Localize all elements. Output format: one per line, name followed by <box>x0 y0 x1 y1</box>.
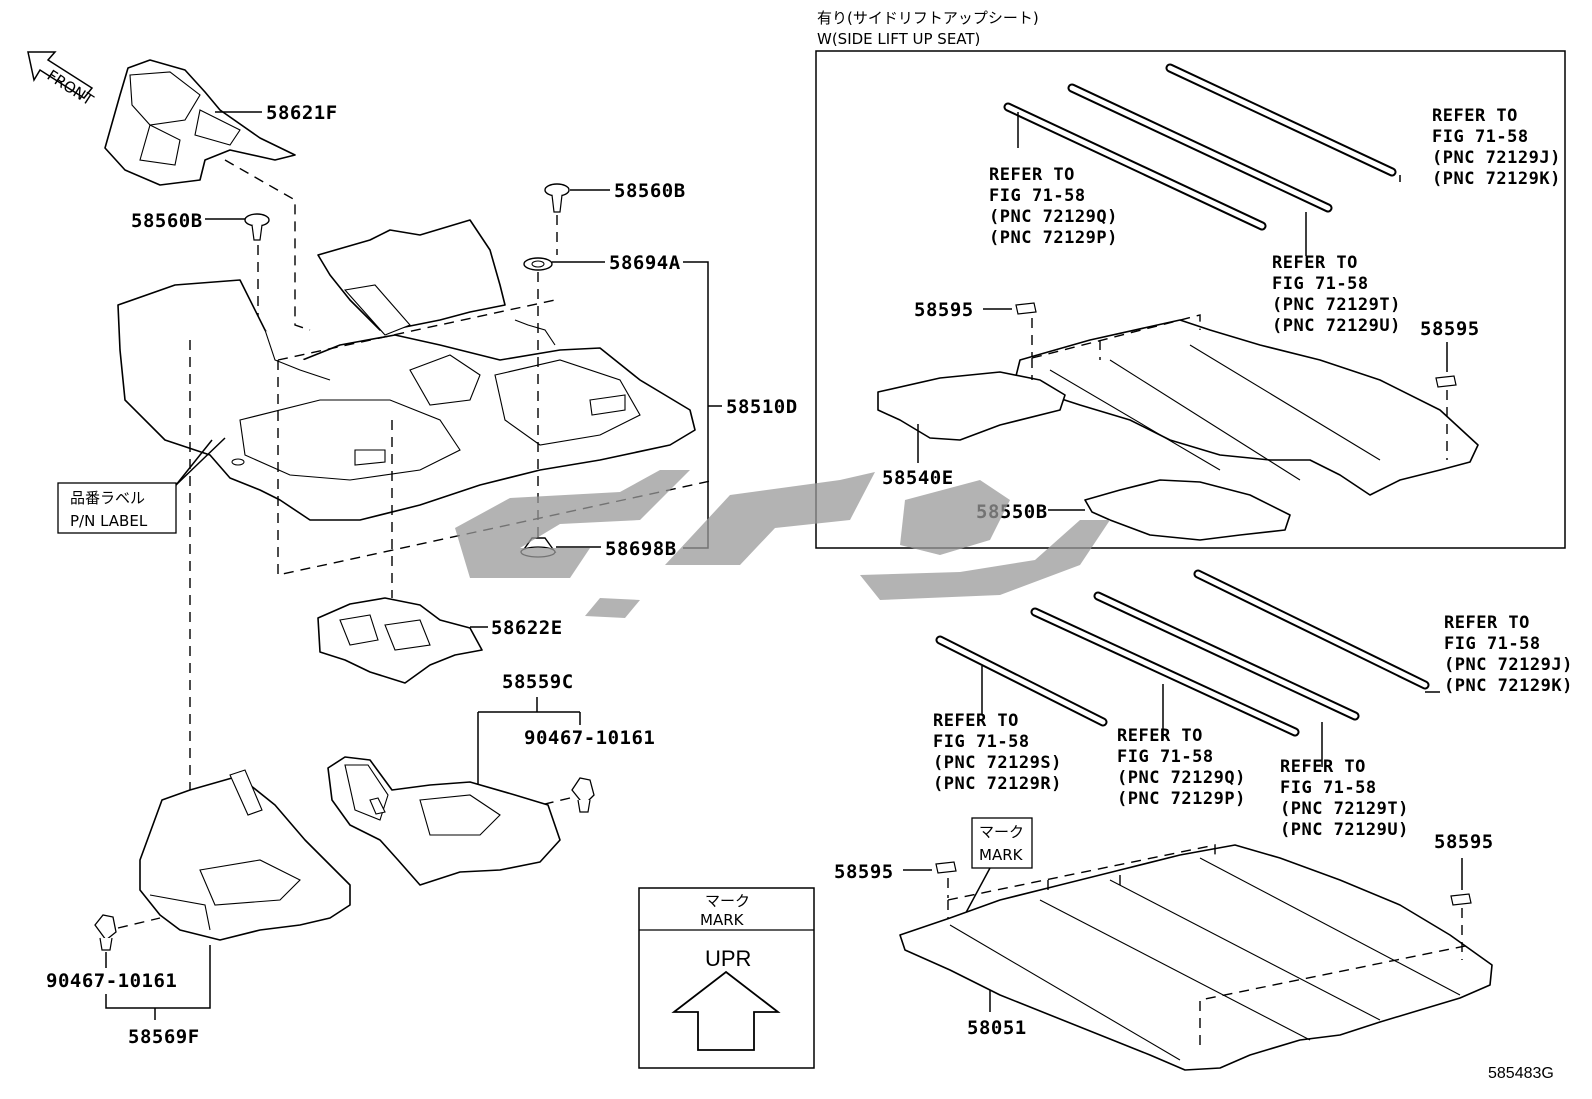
label-58569F: 58569F <box>128 1026 200 1048</box>
lower-mark-box <box>971 817 1033 869</box>
leaders-lower-refs <box>981 666 1440 767</box>
label-58595-lower-left: 58595 <box>834 861 894 883</box>
upper-strips-drawing <box>1003 63 1397 231</box>
lower-ref-4: REFER TO FIG 71-58 (PNC 72129T) (PNC 721… <box>1280 757 1420 840</box>
label-58595-upper-left: 58595 <box>914 299 974 321</box>
clip-58595-lower-right-icon <box>1450 893 1472 906</box>
dash-lower-floor-front <box>1199 944 1471 1045</box>
bracket-58559C <box>477 697 581 790</box>
retainer-58694A-icon <box>523 257 553 271</box>
variant-box <box>815 50 1566 549</box>
part-58559C-drawing <box>327 756 561 886</box>
watermark-logo <box>455 470 1110 618</box>
bracket-58694A-58698B <box>683 261 709 549</box>
figure-id: 585483G <box>1488 1065 1554 1082</box>
lower-mark-jp: マーク <box>979 823 1024 841</box>
pn-label-jp: 品番ラベル <box>70 489 145 507</box>
part-58510D-drawing <box>117 219 696 521</box>
upper-ref-2: REFER TO FIG 71-58 (PNC 72129Q) (PNC 721… <box>989 165 1129 248</box>
label-58560B-left: 58560B <box>131 210 203 232</box>
dash-58510D-top <box>277 299 556 361</box>
upr-arrow-icon <box>671 970 781 1051</box>
clip-90467-right-icon <box>571 777 595 813</box>
upper-floor-drawing <box>877 319 1479 541</box>
clip-58560B-right-icon <box>544 183 570 213</box>
clip-58595-lower-left-icon <box>935 861 957 874</box>
lower-floor-drawing <box>899 844 1493 1071</box>
mark-legend-jp: マーク <box>705 892 750 910</box>
variant-title-en: W(SIDE LIFT UP SEAT) <box>817 30 980 48</box>
clip-58595-upper-right-icon <box>1435 375 1457 388</box>
clip-58560B-left-icon <box>244 213 270 241</box>
upper-ref-1: REFER TO FIG 71-58 (PNC 72129J) (PNC 721… <box>1432 106 1572 189</box>
part-58569F-drawing <box>139 769 351 941</box>
clip-90467-left-icon <box>94 914 117 951</box>
lower-ref-3: REFER TO FIG 71-58 (PNC 72129Q) (PNC 721… <box>1117 726 1257 809</box>
lower-ref-1: REFER TO FIG 71-58 (PNC 72129J) (PNC 721… <box>1444 613 1584 696</box>
pn-label-en: P/N LABEL <box>70 512 148 530</box>
bracket-58569F <box>105 945 211 1020</box>
lower-ref-2: REFER TO FIG 71-58 (PNC 72129S) (PNC 721… <box>933 711 1073 794</box>
part-58622E-drawing <box>317 597 483 684</box>
label-58698B: 58698B <box>605 538 677 560</box>
front-arrow-icon: FRONT <box>27 51 97 110</box>
leaders-upper-refs <box>1017 112 1401 256</box>
lower-mark-en: MARK <box>979 846 1024 864</box>
label-90467-right: 90467-10161 <box>524 727 655 749</box>
pn-label-box <box>57 482 177 534</box>
label-58622E: 58622E <box>491 617 563 639</box>
label-58051: 58051 <box>967 1017 1027 1039</box>
dash-58621F <box>224 159 311 331</box>
mark-legend-en: MARK <box>700 911 745 929</box>
label-58694A: 58694A <box>609 252 681 274</box>
label-90467-left: 90467-10161 <box>46 970 177 992</box>
clip-58595-upper-left-icon <box>1015 302 1037 315</box>
dash-lower-floor <box>947 844 1216 918</box>
dash-upper-floor <box>1031 314 1201 380</box>
label-58510D: 58510D <box>726 396 798 418</box>
label-58560B-right: 58560B <box>614 180 686 202</box>
variant-title-jp: 有り(サイドリフトアップシート) <box>817 9 1039 27</box>
upr-label: UPR <box>705 946 751 971</box>
dash-90467-left <box>117 917 161 929</box>
label-58595-upper-right: 58595 <box>1420 318 1480 340</box>
leader-pn-label-2 <box>175 437 226 486</box>
label-58621F: 58621F <box>266 102 338 124</box>
label-58540E: 58540E <box>882 467 954 489</box>
lower-strips-drawing <box>935 569 1430 737</box>
leader-pn-label-1 <box>175 439 213 486</box>
part-58621F-drawing <box>104 59 296 186</box>
label-58559C: 58559C <box>502 671 574 693</box>
label-58595-lower-right: 58595 <box>1434 831 1494 853</box>
upper-ref-3: REFER TO FIG 71-58 (PNC 72129T) (PNC 721… <box>1272 253 1412 336</box>
